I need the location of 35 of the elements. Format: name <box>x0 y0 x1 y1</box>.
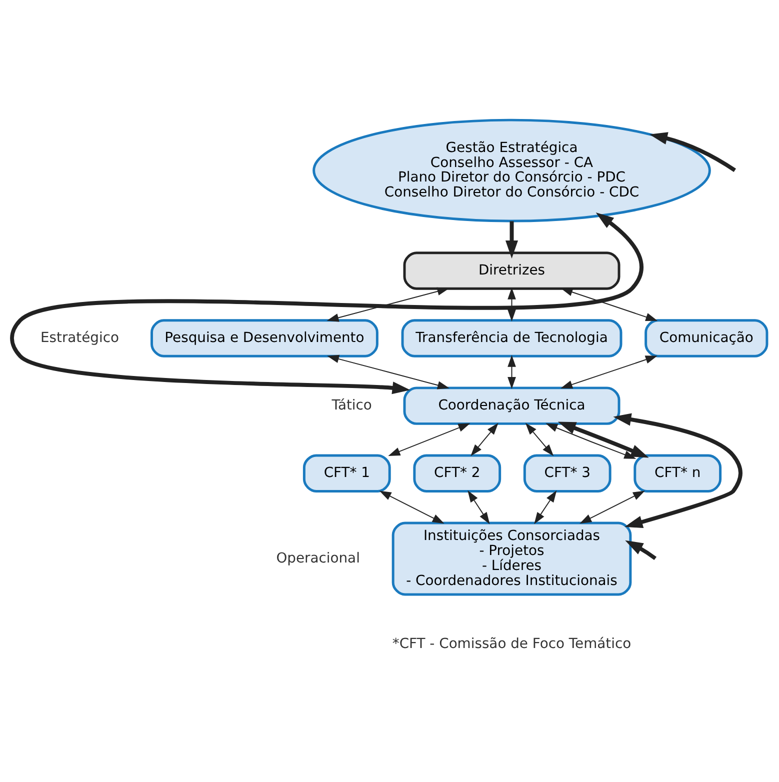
arrow <box>508 354 516 389</box>
node-box: Comunicação <box>644 319 768 358</box>
node-box: CFT* 1 <box>302 454 391 492</box>
node-box: Coordenação Técnica <box>403 386 620 425</box>
node-box: Diretrizes <box>403 252 620 290</box>
arrow <box>558 422 649 458</box>
arrow <box>505 221 518 258</box>
arrow <box>613 413 742 528</box>
arrow <box>468 490 490 524</box>
label: Operacional <box>276 550 360 566</box>
arrow <box>580 490 645 524</box>
arrow <box>326 287 450 322</box>
arrow <box>649 132 736 172</box>
arrow <box>625 540 657 560</box>
node-box: CFT* n <box>634 454 722 492</box>
label: Estratégico <box>40 330 119 346</box>
label: Tático <box>332 397 372 414</box>
arrow <box>388 423 470 456</box>
arrow <box>560 356 658 389</box>
arrow <box>546 423 636 459</box>
node-box: Transferência de Tecnologia <box>401 319 622 358</box>
node-box: CFT* 3 <box>523 454 612 492</box>
node-box: CFT* 2 <box>413 454 502 492</box>
node-ellipse: Gestão Estratégica Conselho Assessor - CA Plano Diretor do Consórcio - PDC Conselho Diretor do Consórcio - CDC <box>312 118 711 222</box>
node-box: Instituições Consorciadas - Projetos - Líderes - Coordenadores Institucionais <box>392 522 632 596</box>
arrow <box>534 490 557 524</box>
arrow <box>560 288 658 322</box>
arrow <box>508 287 516 322</box>
arrow <box>525 422 554 456</box>
arrow <box>10 212 644 394</box>
label: *CFT - Comissão de Foco Temático <box>392 636 632 652</box>
node-box: Pesquisa e Desenvolvimento <box>150 319 378 358</box>
arrow <box>379 490 444 524</box>
arrow <box>470 422 498 456</box>
arrow <box>327 354 450 390</box>
